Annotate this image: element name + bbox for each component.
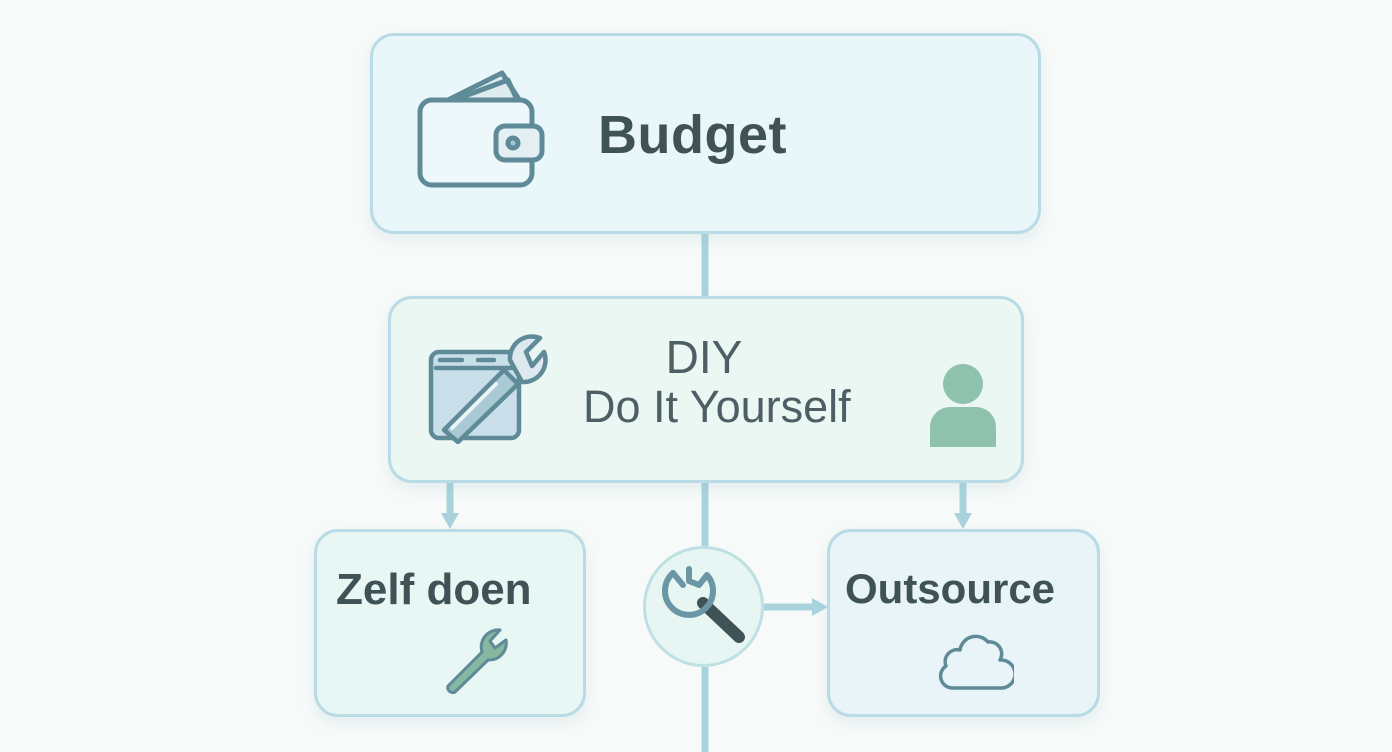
wrench-icon [446, 628, 508, 694]
hub-node[interactable] [643, 546, 764, 667]
outsource-label: Outsource [845, 565, 1056, 612]
budget-node[interactable] [370, 33, 1041, 234]
diy-subtitle: Do It Yourself [583, 381, 851, 432]
diy-title: DIY [665, 331, 743, 383]
arrowhead-hub-out [812, 598, 828, 616]
outsource-node[interactable] [827, 529, 1100, 717]
wrench-magnifier-icon [662, 566, 745, 643]
cloud-icon [938, 634, 1014, 690]
wallet-icon [417, 70, 545, 188]
arrowhead-zelf [441, 513, 459, 529]
zelf-doen-label: Zelf doen [336, 565, 532, 614]
person-icon [930, 364, 996, 447]
toolbox-wrench-icon [428, 334, 548, 444]
budget-label: Budget [598, 105, 787, 165]
arrowhead-out [954, 513, 972, 529]
